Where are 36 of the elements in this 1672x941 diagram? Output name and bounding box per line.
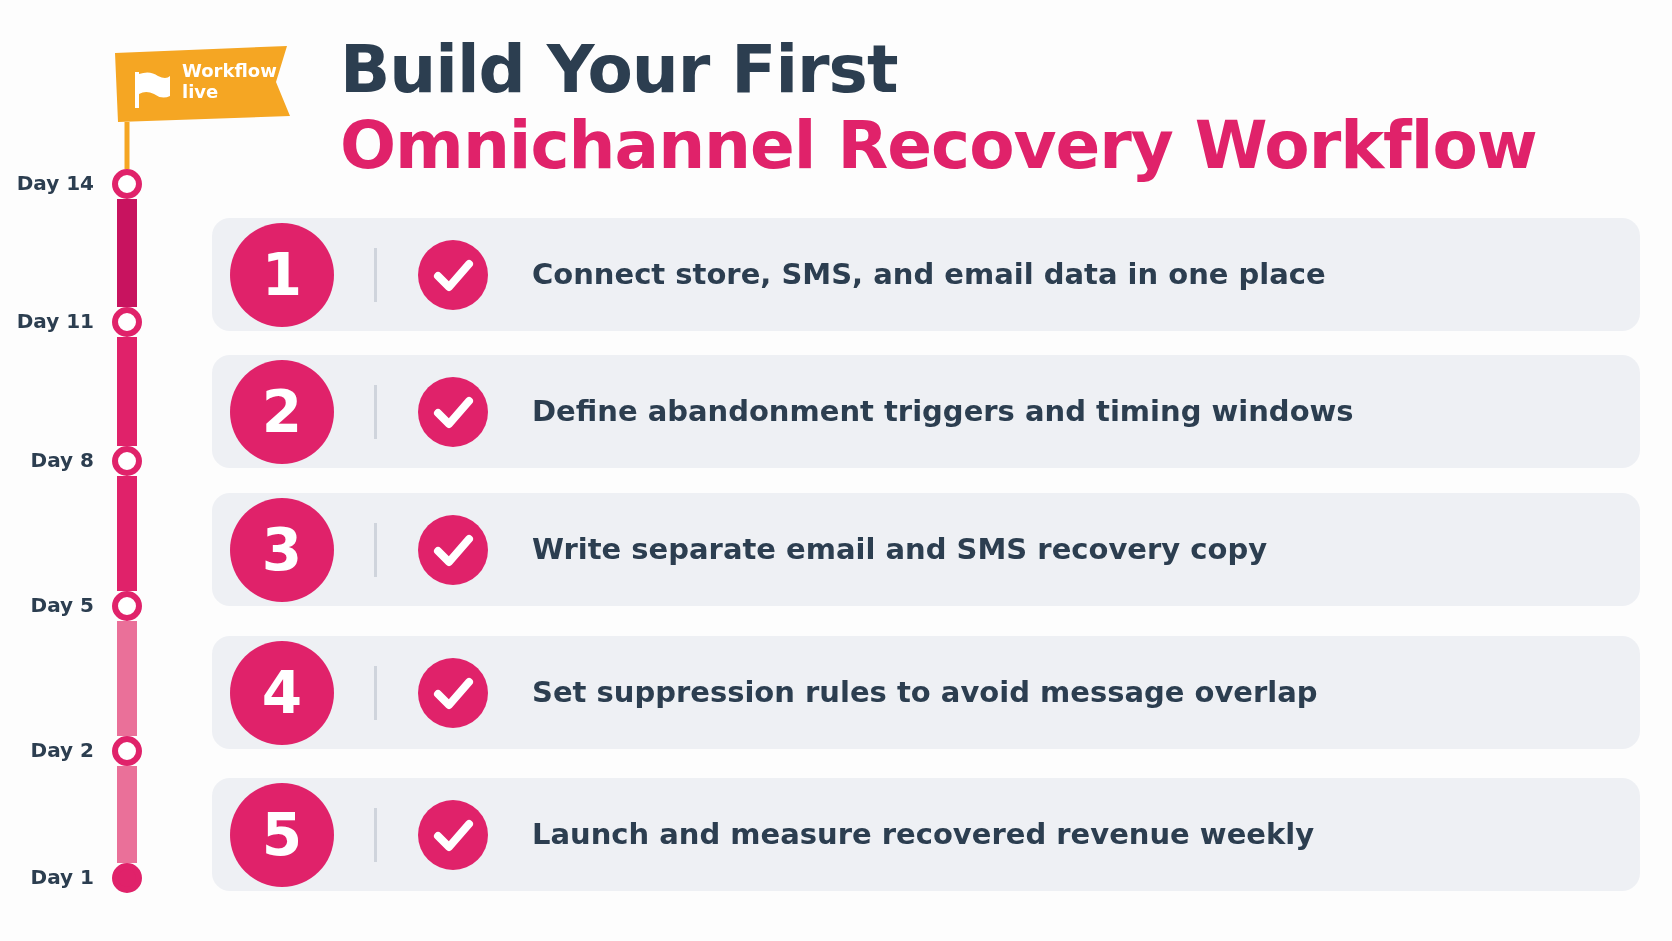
timeline-dot xyxy=(112,863,142,893)
timeline-segment xyxy=(117,337,137,446)
day-label: Day 11 xyxy=(15,309,94,333)
day-label: Day 1 xyxy=(29,865,94,889)
step-text: Set suppression rules to avoid message overlap xyxy=(532,675,1318,709)
flag-banner xyxy=(115,46,290,122)
step-number: 2 xyxy=(230,360,334,464)
flag-pole xyxy=(124,122,130,169)
timeline-ring xyxy=(112,169,142,199)
step-card xyxy=(212,493,1640,606)
timeline-segment xyxy=(117,199,137,307)
day-label: Day 5 xyxy=(29,593,94,617)
timeline-segment xyxy=(117,766,137,863)
day-label: Day 14 xyxy=(15,171,94,195)
title: Build Your First Omnichannel Recovery Workflow xyxy=(340,32,1538,184)
step-number: 4 xyxy=(230,641,334,745)
timeline-ring xyxy=(112,591,142,621)
day-label: Day 8 xyxy=(29,448,94,472)
flag-label: Workflow live xyxy=(182,60,277,102)
day-label: Day 2 xyxy=(29,738,94,762)
step-text: Define abandonment triggers and timing windows xyxy=(532,394,1354,428)
step-text: Connect store, SMS, and email data in one place xyxy=(532,257,1326,291)
step-number: 1 xyxy=(230,223,334,327)
step-number: 5 xyxy=(230,783,334,887)
timeline-ring xyxy=(112,446,142,476)
step-text: Write separate email and SMS recovery copy xyxy=(532,532,1268,566)
step-card xyxy=(212,218,1640,331)
timeline-segment xyxy=(117,621,137,736)
step-text: Launch and measure recovered revenue weekly xyxy=(532,817,1315,851)
step-number: 3 xyxy=(230,498,334,602)
timeline-ring xyxy=(112,307,142,337)
step-card xyxy=(212,636,1640,749)
step-card xyxy=(212,778,1640,891)
step-card xyxy=(212,355,1640,468)
timeline-segment xyxy=(117,476,137,591)
timeline-ring xyxy=(112,736,142,766)
